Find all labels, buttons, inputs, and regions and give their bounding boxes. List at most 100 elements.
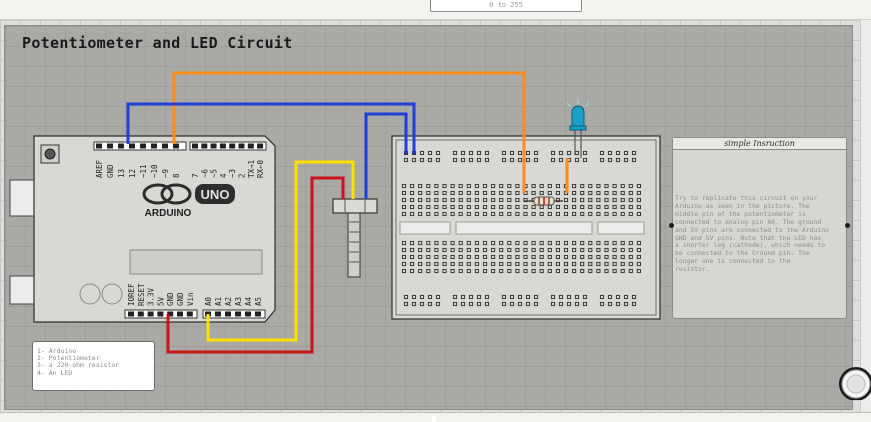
- breadboard-hole[interactable]: [468, 150, 474, 156]
- breadboard-hole[interactable]: [550, 301, 556, 307]
- zoom-dial-icon[interactable]: [834, 360, 871, 400]
- breadboard-hole[interactable]: [401, 254, 407, 260]
- breadboard-hole[interactable]: [426, 261, 431, 267]
- breadboard-hole[interactable]: [533, 157, 539, 163]
- breadboard-hole[interactable]: [401, 204, 407, 210]
- breadboard-hole[interactable]: [427, 301, 433, 307]
- breadboard-hole[interactable]: [607, 150, 613, 156]
- breadboard-hole[interactable]: [491, 197, 496, 203]
- breadboard-hole[interactable]: [507, 247, 512, 253]
- breadboard-hole[interactable]: [482, 254, 488, 260]
- breadboard-hole[interactable]: [574, 294, 580, 300]
- header-pin[interactable]: [229, 143, 236, 149]
- instruction-resize-handle-left[interactable]: [669, 223, 674, 228]
- breadboard-hole[interactable]: [596, 254, 601, 260]
- breadboard-hole[interactable]: [466, 268, 471, 274]
- breadboard-hole[interactable]: [623, 157, 629, 163]
- breadboard-hole[interactable]: [435, 157, 441, 163]
- breadboard-hole[interactable]: [482, 247, 488, 253]
- breadboard-hole[interactable]: [474, 211, 479, 217]
- breadboard-hole[interactable]: [468, 157, 474, 163]
- breadboard-hole[interactable]: [580, 261, 585, 267]
- breadboard-hole[interactable]: [599, 301, 605, 307]
- breadboard-hole[interactable]: [452, 301, 458, 307]
- breadboard-hole[interactable]: [612, 268, 617, 274]
- breadboard-hole[interactable]: [615, 150, 621, 156]
- breadboard-hole[interactable]: [410, 254, 415, 260]
- breadboard-hole[interactable]: [411, 294, 417, 300]
- breadboard-hole[interactable]: [558, 301, 564, 307]
- breadboard-hole[interactable]: [572, 268, 577, 274]
- breadboard-hole[interactable]: [620, 197, 625, 203]
- breadboard-hole[interactable]: [474, 254, 479, 260]
- breadboard-hole[interactable]: [620, 261, 625, 267]
- breadboard-hole[interactable]: [484, 157, 490, 163]
- breadboard-hole[interactable]: [580, 254, 585, 260]
- breadboard-hole[interactable]: [419, 301, 425, 307]
- breadboard-hole[interactable]: [566, 294, 572, 300]
- breadboard-hole[interactable]: [450, 190, 455, 196]
- breadboard-hole[interactable]: [588, 197, 593, 203]
- breadboard-hole[interactable]: [507, 197, 512, 203]
- resistor[interactable]: [524, 196, 563, 206]
- breadboard-hole[interactable]: [555, 211, 560, 217]
- breadboard-hole[interactable]: [628, 247, 633, 253]
- breadboard-hole[interactable]: [582, 157, 588, 163]
- breadboard-hole[interactable]: [631, 294, 637, 300]
- breadboard-hole[interactable]: [442, 183, 447, 189]
- breadboard-hole[interactable]: [531, 190, 536, 196]
- breadboard-hole[interactable]: [580, 183, 585, 189]
- breadboard-hole[interactable]: [588, 247, 593, 253]
- breadboard-hole[interactable]: [474, 204, 479, 210]
- breadboard-hole[interactable]: [623, 150, 629, 156]
- breadboard-hole[interactable]: [507, 204, 512, 210]
- breadboard-hole[interactable]: [547, 240, 552, 246]
- breadboard-hole[interactable]: [599, 294, 605, 300]
- breadboard-hole[interactable]: [599, 150, 605, 156]
- breadboard-hole[interactable]: [435, 301, 441, 307]
- header-pin[interactable]: [235, 311, 241, 317]
- breadboard-hole[interactable]: [628, 190, 633, 196]
- breadboard-hole[interactable]: [604, 240, 609, 246]
- breadboard-hole[interactable]: [442, 211, 447, 217]
- breadboard-hole[interactable]: [476, 294, 482, 300]
- breadboard-hole[interactable]: [525, 294, 531, 300]
- header-pin[interactable]: [255, 311, 261, 317]
- breadboard-hole[interactable]: [628, 261, 633, 267]
- breadboard-hole[interactable]: [434, 183, 439, 189]
- breadboard-hole[interactable]: [572, 240, 577, 246]
- breadboard-hole[interactable]: [596, 197, 601, 203]
- breadboard-hole[interactable]: [636, 211, 641, 217]
- breadboard-hole[interactable]: [418, 247, 423, 253]
- breadboard-hole[interactable]: [427, 157, 433, 163]
- breadboard-hole[interactable]: [515, 254, 520, 260]
- breadboard-hole[interactable]: [499, 261, 504, 267]
- breadboard-hole[interactable]: [450, 261, 455, 267]
- breadboard-hole[interactable]: [525, 301, 531, 307]
- value-range-field[interactable]: 0 to 255: [430, 0, 582, 12]
- breadboard-hole[interactable]: [533, 294, 539, 300]
- breadboard-hole[interactable]: [517, 157, 523, 163]
- breadboard-hole[interactable]: [419, 150, 425, 156]
- breadboard-hole[interactable]: [426, 254, 431, 260]
- breadboard-hole[interactable]: [596, 183, 601, 189]
- breadboard-hole[interactable]: [604, 197, 609, 203]
- breadboard-hole[interactable]: [563, 204, 569, 210]
- breadboard-hole[interactable]: [401, 190, 407, 196]
- header-pin[interactable]: [257, 143, 264, 149]
- header-pin[interactable]: [147, 311, 154, 317]
- breadboard-hole[interactable]: [499, 204, 504, 210]
- header-pin[interactable]: [151, 143, 157, 149]
- breadboard-hole[interactable]: [418, 197, 423, 203]
- breadboard-hole[interactable]: [434, 197, 439, 203]
- breadboard-hole[interactable]: [434, 247, 439, 253]
- breadboard-hole[interactable]: [580, 204, 585, 210]
- breadboard-hole[interactable]: [466, 240, 471, 246]
- breadboard-hole[interactable]: [442, 254, 447, 260]
- header-pin[interactable]: [219, 143, 226, 149]
- breadboard-hole[interactable]: [588, 261, 593, 267]
- breadboard-hole[interactable]: [484, 294, 490, 300]
- breadboard-hole[interactable]: [620, 183, 625, 189]
- breadboard-hole[interactable]: [458, 183, 463, 189]
- breadboard-hole[interactable]: [491, 211, 496, 217]
